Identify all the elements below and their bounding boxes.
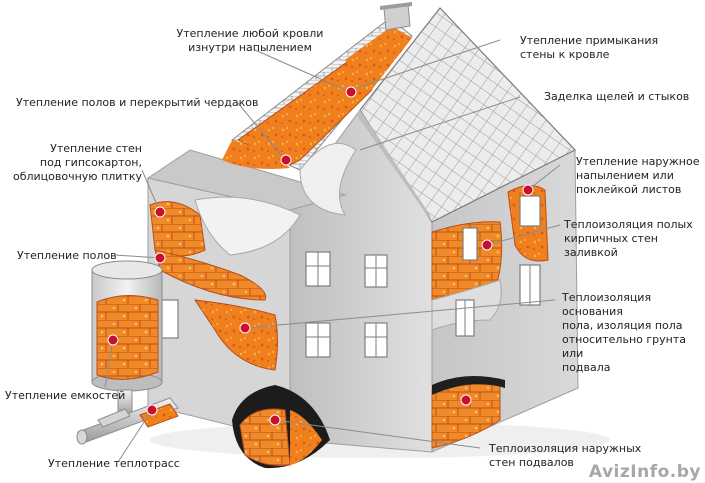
label-exterior: Утепление наружное напылением или поклей… (576, 155, 700, 196)
basement-left-foam-2 (290, 410, 322, 465)
label-roof-inside: Утепление любой кровли изнутри напыление… (176, 27, 324, 54)
window-mullions (306, 252, 531, 357)
chimney-cap (380, 2, 412, 10)
label-gaps-joints: Заделка щелей и стыков (544, 90, 690, 103)
marker-floors (154, 252, 166, 264)
label-heat-pipes: Утепление теплотрасс (48, 457, 180, 470)
basement-right-dark (432, 376, 505, 395)
marker-tank (107, 334, 119, 346)
tank-top (91, 260, 163, 280)
label-foundation: Теплоизоляция основания пола, изоляция п… (562, 291, 686, 374)
attic-floor-foam (222, 140, 290, 169)
tank-insulation (96, 295, 159, 380)
marker-basement (269, 414, 281, 426)
floor-insulation (154, 249, 267, 301)
label-tanks: Утепление емкостей (5, 389, 126, 402)
gable-cutaway (299, 142, 357, 216)
label-basement-walls: Теплоизоляция наружных стен подвалов (489, 442, 642, 469)
markers (107, 86, 534, 426)
label-roof-junction: Утепление примыкания стены к кровле (520, 34, 659, 61)
marker-basement-right (460, 394, 472, 406)
basement-left-foam (239, 408, 291, 466)
roof-edge (356, 110, 432, 222)
interior-ceiling-cut (194, 196, 301, 256)
marker-pipes (146, 404, 158, 416)
marker-walls (154, 206, 166, 218)
label-hollow-brick: Теплоизоляция полых кирпичных стен залив… (564, 218, 693, 259)
label-walls-drywall: Утепление стен под гипсокартон, облицово… (12, 142, 142, 183)
marker-exterior (522, 184, 534, 196)
watermark: AvizInfo.by (588, 462, 701, 482)
marker-foundation (239, 322, 251, 334)
marker-roof (345, 86, 357, 98)
label-attic-floor: Утепление полов и перекрытий чердаков (16, 96, 259, 109)
lower-left-insulation (193, 299, 278, 371)
marker-attic (280, 154, 292, 166)
marker-hollow (481, 239, 493, 251)
leader-lines (104, 39, 561, 463)
label-floors: Утепление полов (17, 249, 117, 262)
roof-inside-foam (345, 26, 412, 92)
